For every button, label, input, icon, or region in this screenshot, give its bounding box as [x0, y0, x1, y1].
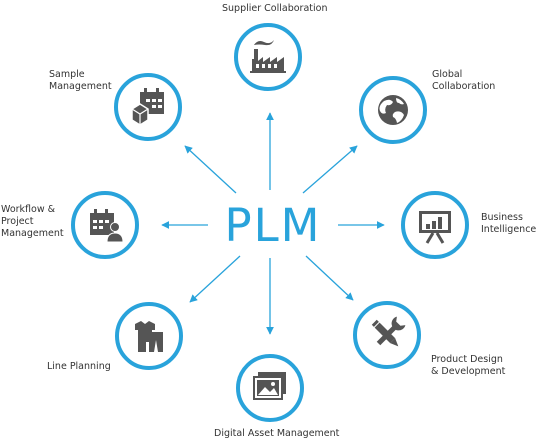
- label-global-collaboration: Global Collaboration: [432, 69, 495, 93]
- arrow-sample: [184, 145, 237, 194]
- label-digital-asset-management: Digital Asset Management: [214, 428, 339, 440]
- label-line: Project: [1, 216, 34, 227]
- label-line: Management: [1, 228, 64, 239]
- label-line: Intelligence: [481, 224, 536, 235]
- label-product-design: Product Design & Development: [431, 354, 505, 378]
- calendar-person-icon: [90, 209, 124, 243]
- label-line: Digital Asset Management: [214, 428, 340, 439]
- label-line: Supplier Collaboration: [222, 3, 328, 14]
- label-line: & Development: [431, 366, 506, 377]
- label-business-intelligence: Business Intelligence: [481, 212, 536, 236]
- label-sample-management: Sample Management: [49, 69, 112, 93]
- globe-icon: [378, 95, 408, 125]
- factory-icon: [250, 40, 286, 73]
- label-line: Management: [49, 81, 112, 92]
- presentation-chart-icon: [419, 211, 451, 244]
- label-line: Line Planning: [47, 361, 111, 372]
- label-line: Collaboration: [432, 81, 496, 92]
- label-line: Global: [432, 69, 463, 80]
- label-workflow-project-management: Workflow & Project Management: [1, 204, 64, 240]
- label-supplier-collaboration: Supplier Collaboration: [222, 3, 327, 15]
- label-line: Product Design: [431, 354, 503, 365]
- label-line: Sample: [49, 69, 85, 80]
- arrow-global: [302, 145, 358, 194]
- label-line-planning: Line Planning: [47, 361, 111, 373]
- calendar-box-icon: [131, 88, 164, 126]
- arrow-line: [189, 255, 241, 303]
- arrow-design: [305, 255, 354, 301]
- tools-icon: [371, 316, 406, 347]
- label-line: Business: [481, 212, 523, 223]
- photos-icon: [253, 372, 286, 400]
- label-line: Workflow &: [1, 204, 56, 215]
- node-circle-supplier: [234, 23, 302, 91]
- connector-arrows: [161, 112, 385, 335]
- plm-center-label: PLM: [224, 199, 321, 252]
- garment-icon: [135, 321, 163, 352]
